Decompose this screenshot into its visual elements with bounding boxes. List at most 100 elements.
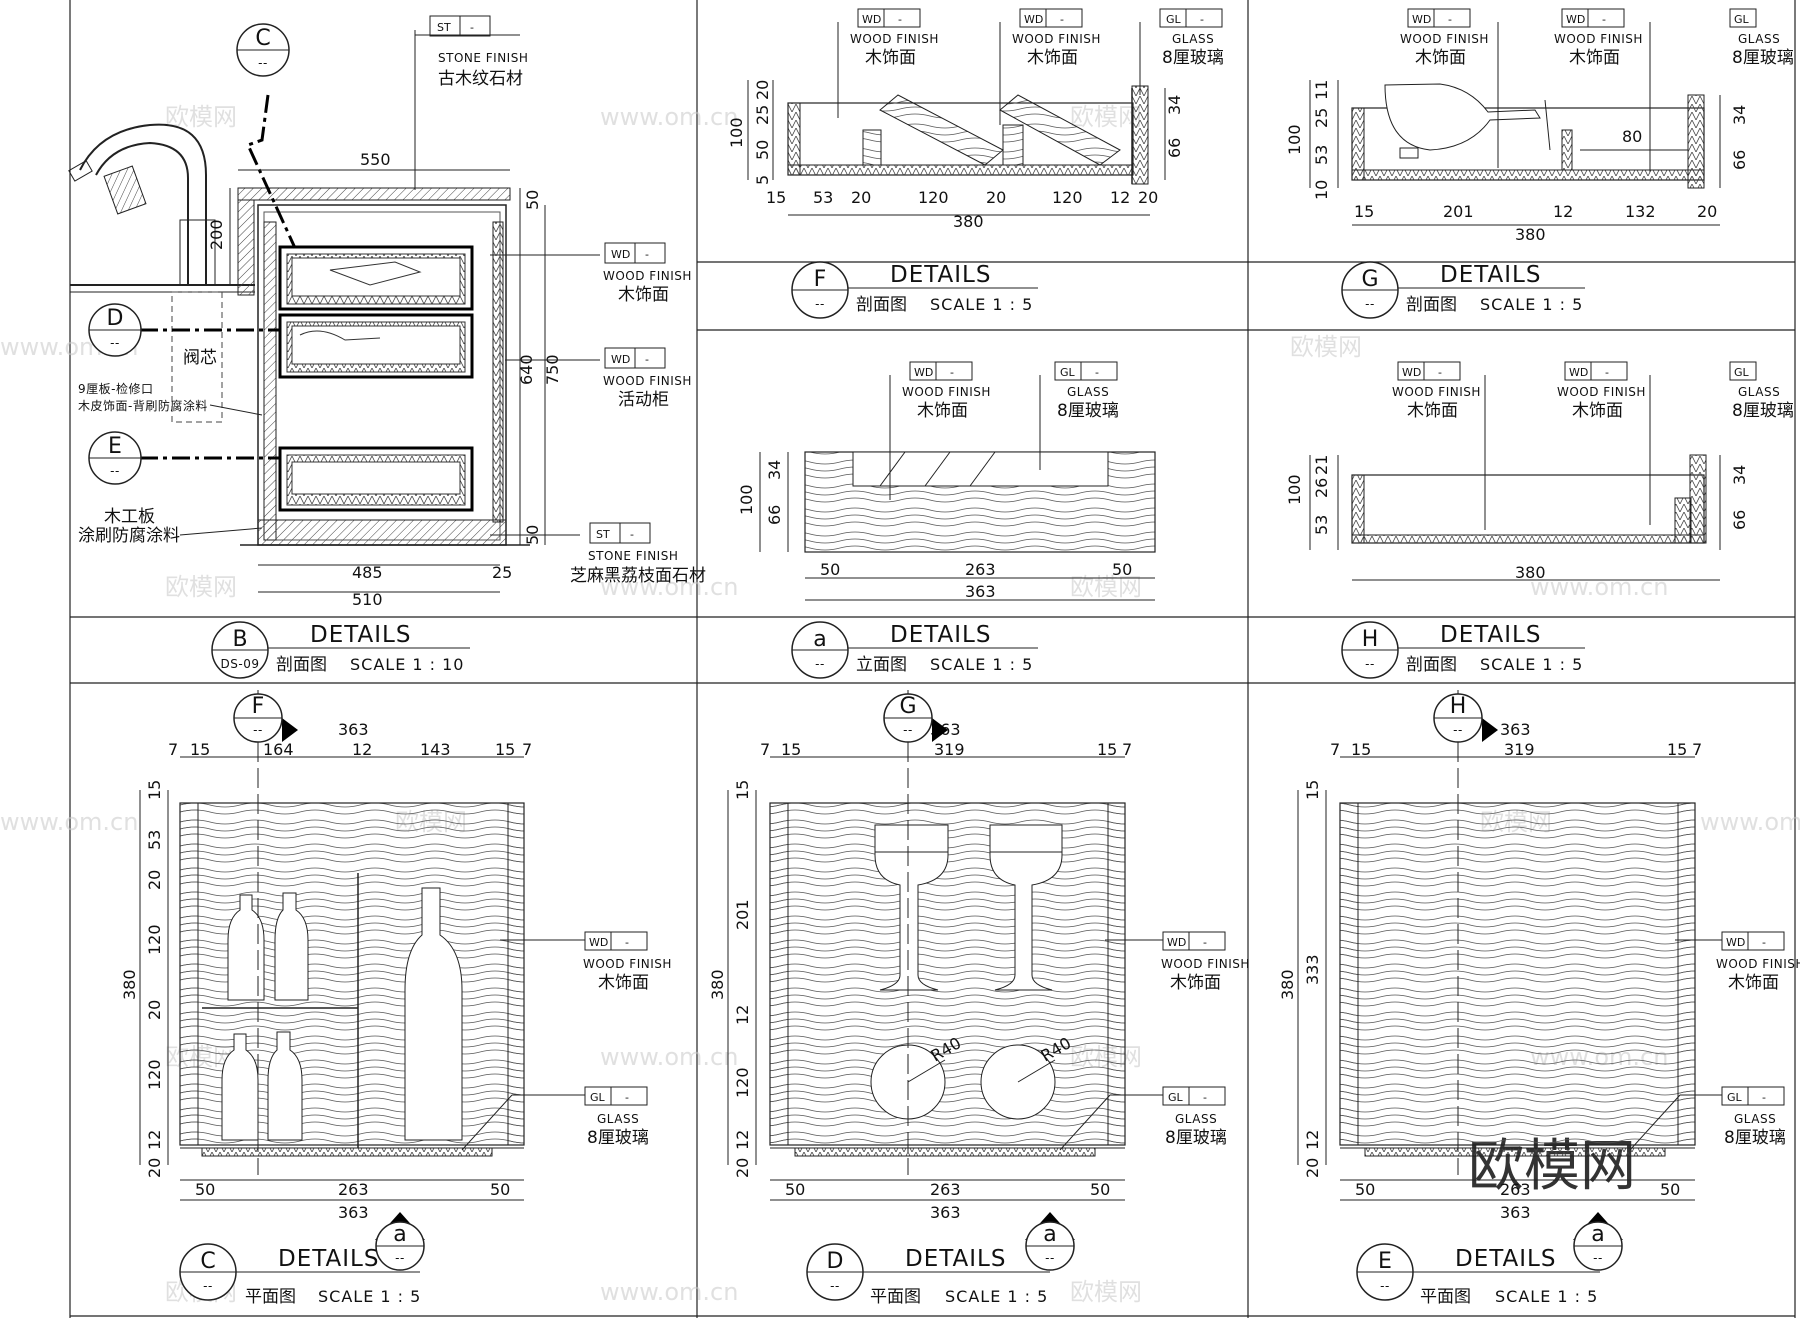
svg-text:SCALE 1 : 5: SCALE 1 : 5: [1480, 295, 1583, 314]
svg-text:263: 263: [965, 560, 996, 579]
svg-text:-: -: [1203, 1091, 1207, 1104]
marker-a-plan: a --: [1573, 1212, 1623, 1271]
svg-text:--: --: [1365, 657, 1375, 671]
svg-text:363: 363: [930, 1203, 961, 1222]
svg-text:B: B: [232, 627, 247, 652]
svg-text:木饰面: 木饰面: [1027, 48, 1078, 68]
svg-text:15: 15: [733, 780, 752, 800]
svg-text:164: 164: [263, 740, 294, 759]
svg-text:--: --: [395, 1251, 405, 1265]
svg-text:WOOD FINISH: WOOD FINISH: [603, 269, 692, 283]
svg-text:木饰面: 木饰面: [1415, 48, 1466, 68]
svg-text:12: 12: [1553, 202, 1573, 221]
svg-text:15: 15: [1351, 740, 1371, 759]
svg-text:15: 15: [781, 740, 801, 759]
svg-text:--: --: [830, 1279, 840, 1293]
svg-text:50: 50: [1112, 560, 1132, 579]
svg-text:WD: WD: [589, 936, 608, 949]
marker-e: E --: [88, 431, 142, 485]
marker-a-plan: a --: [1025, 1212, 1075, 1271]
svg-text:-: -: [1438, 366, 1442, 379]
svg-text:DETAILS: DETAILS: [310, 622, 411, 648]
svg-text:--: --: [1365, 297, 1375, 311]
svg-text:-: -: [1203, 936, 1207, 949]
svg-text:143: 143: [420, 740, 451, 759]
svg-text:120: 120: [1052, 188, 1083, 207]
svg-text:--: --: [110, 336, 120, 350]
svg-text:319: 319: [1504, 740, 1535, 759]
svg-text:木饰面: 木饰面: [598, 973, 649, 993]
svg-text:-: -: [1060, 13, 1064, 26]
svg-text:DETAILS: DETAILS: [1440, 262, 1541, 288]
svg-text:WOOD FINISH: WOOD FINISH: [1557, 385, 1646, 399]
svg-text:20: 20: [145, 870, 164, 890]
svg-text:201: 201: [1443, 202, 1474, 221]
svg-text:SCALE 1 : 5: SCALE 1 : 5: [1495, 1287, 1598, 1306]
title-block-e: E -- DETAILS 平面图 SCALE 1 : 5: [1356, 1243, 1600, 1307]
svg-text:380: 380: [120, 969, 139, 1000]
svg-text:7: 7: [760, 740, 770, 759]
svg-text:8厘玻璃: 8厘玻璃: [1724, 1128, 1786, 1148]
svg-text:木饰面: 木饰面: [1569, 48, 1620, 68]
svg-text:10: 10: [1312, 180, 1331, 200]
svg-text:WD: WD: [1412, 13, 1431, 26]
svg-text:11: 11: [1312, 80, 1331, 100]
svg-text:-: -: [645, 353, 649, 366]
svg-text:8厘玻璃: 8厘玻璃: [1732, 48, 1794, 68]
svg-text:--: --: [258, 56, 268, 70]
svg-text:20: 20: [851, 188, 871, 207]
svg-text:7: 7: [1692, 740, 1702, 759]
svg-text:66: 66: [1730, 510, 1749, 530]
svg-text:263: 263: [930, 1180, 961, 1199]
svg-text:510: 510: [352, 590, 383, 609]
svg-text:木饰面: 木饰面: [1170, 973, 1221, 993]
svg-text:GLASS: GLASS: [1172, 32, 1214, 46]
svg-text:WOOD FINISH: WOOD FINISH: [1392, 385, 1481, 399]
svg-text:20: 20: [1138, 188, 1158, 207]
svg-text:-: -: [630, 528, 634, 541]
svg-text:20: 20: [733, 1158, 752, 1178]
svg-text:20: 20: [986, 188, 1006, 207]
svg-text:WOOD FINISH: WOOD FINISH: [850, 32, 939, 46]
svg-text:20: 20: [145, 1158, 164, 1178]
svg-text:古木纹石材: 古木纹石材: [438, 69, 523, 89]
svg-text:50: 50: [195, 1180, 215, 1199]
svg-text:SCALE 1 : 5: SCALE 1 : 5: [945, 1287, 1048, 1306]
svg-text:8厘玻璃: 8厘玻璃: [1732, 401, 1794, 421]
svg-text:木工板: 木工板: [104, 507, 155, 527]
svg-text:100: 100: [727, 117, 746, 148]
svg-text:C: C: [200, 1249, 215, 1274]
svg-text:50: 50: [1355, 1180, 1375, 1199]
valve-label: 阀芯: [183, 348, 217, 368]
svg-text:120: 120: [733, 1067, 752, 1098]
svg-text:GL: GL: [1168, 1091, 1184, 1104]
svg-text:GL: GL: [1734, 13, 1750, 26]
svg-text:100: 100: [1285, 474, 1304, 505]
svg-text:-: -: [1448, 13, 1452, 26]
svg-text:GL: GL: [1166, 13, 1182, 26]
svg-text:WOOD FINISH: WOOD FINISH: [902, 385, 991, 399]
svg-text:SCALE 1 : 10: SCALE 1 : 10: [350, 655, 464, 674]
sheet-frame: [69, 0, 1796, 1318]
svg-text:剖面图: 剖面图: [856, 295, 907, 315]
title-block-c: C -- DETAILS 平面图 SCALE 1 : 5: [179, 1243, 420, 1307]
svg-text:12: 12: [1110, 188, 1130, 207]
svg-text:363: 363: [338, 1203, 369, 1222]
svg-text:DETAILS: DETAILS: [890, 262, 991, 288]
watermark-url: www.om.cn: [1530, 573, 1668, 601]
svg-text:50: 50: [1090, 1180, 1110, 1199]
svg-text:9厘板-检修口: 9厘板-检修口: [78, 381, 153, 396]
svg-text:-: -: [950, 366, 954, 379]
svg-text:剖面图: 剖面图: [276, 655, 327, 675]
svg-text:WOOD FINISH: WOOD FINISH: [1554, 32, 1643, 46]
svg-text:120: 120: [145, 924, 164, 955]
watermark-url: www.om.cn: [1700, 808, 1800, 836]
svg-text:DETAILS: DETAILS: [1440, 622, 1541, 648]
watermark-url: www.om.cn: [0, 808, 138, 836]
plan-e: 363 7 15 319 15 7 15 333 12 20 380 50 26…: [1278, 690, 1800, 1271]
svg-text:-: -: [1095, 366, 1099, 379]
svg-text:25: 25: [753, 105, 772, 125]
svg-text:芝麻黑荔枝面石材: 芝麻黑荔枝面石材: [570, 566, 706, 586]
svg-text:12: 12: [733, 1005, 752, 1025]
title-block-h: H -- DETAILS 剖面图 SCALE 1 : 5: [1341, 621, 1585, 679]
